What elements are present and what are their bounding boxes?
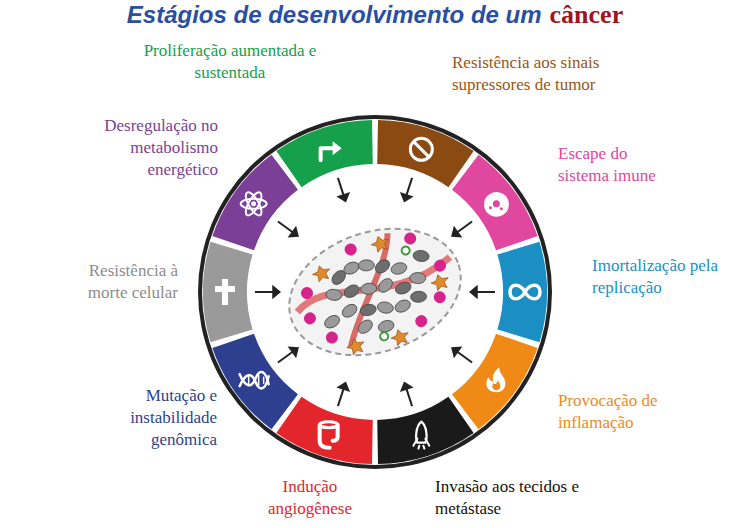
hallmark-label: Invasão aos tecidos e metástase bbox=[435, 476, 585, 520]
inward-arrow bbox=[255, 291, 275, 293]
title-accent: câncer bbox=[550, 0, 624, 30]
tumour-illustration bbox=[273, 208, 477, 377]
inward-arrow bbox=[406, 178, 412, 197]
segment-icon bbox=[486, 367, 505, 392]
title-row: Estágios de desenvolvimento de um câncer bbox=[0, 0, 750, 30]
segment-icon bbox=[241, 190, 267, 218]
segment-icon bbox=[215, 279, 235, 305]
hallmark-label: Proliferação aumentada e sustentada bbox=[130, 40, 330, 84]
hallmark-label: Resistência aos sinais supressores de tu… bbox=[452, 52, 627, 96]
inward-arrow bbox=[338, 178, 344, 197]
segment-icon bbox=[320, 422, 338, 448]
segment-icon bbox=[485, 193, 507, 215]
segment-icon bbox=[321, 141, 342, 160]
wheel-rim bbox=[198, 115, 552, 469]
wheel-segment bbox=[377, 120, 473, 187]
diagram-title: Estágios de desenvolvimento de um bbox=[127, 0, 542, 30]
hallmark-label: Indução angiogênese bbox=[255, 476, 365, 520]
wheel-segment bbox=[497, 242, 547, 343]
hallmark-label: Imortalização pela replicação bbox=[592, 255, 722, 299]
arrow-head bbox=[288, 347, 299, 359]
arrow-head bbox=[400, 381, 414, 392]
segment-icon bbox=[410, 138, 432, 160]
wheel-segment bbox=[276, 397, 372, 464]
wheel-segment bbox=[212, 334, 298, 430]
arrow-head bbox=[336, 381, 350, 392]
wheel-segment bbox=[377, 397, 473, 464]
wheel-segment bbox=[212, 155, 298, 251]
wheel-gap bbox=[202, 119, 548, 465]
inward-arrow bbox=[456, 221, 472, 233]
arrow-head bbox=[451, 347, 462, 359]
hallmark-label: Escape do sistema imune bbox=[558, 143, 673, 187]
arrow-head bbox=[272, 285, 281, 299]
wheel-segment bbox=[276, 120, 372, 187]
segment-icon bbox=[510, 285, 540, 299]
arrow-head bbox=[400, 192, 414, 203]
arrow-head bbox=[288, 226, 299, 238]
arrow-head bbox=[451, 226, 462, 238]
wheel-segment bbox=[203, 242, 253, 343]
hallmark-label: Resistência à morte celular bbox=[53, 260, 178, 304]
hallmark-label: Provocação de inflamação bbox=[558, 390, 688, 434]
arrow-head bbox=[469, 285, 478, 299]
segment-icon bbox=[240, 372, 269, 389]
hallmark-label: Desregulação no metabolismo energético bbox=[68, 115, 218, 181]
inward-arrow bbox=[278, 221, 294, 233]
segment-icon bbox=[413, 422, 429, 449]
arrow-head bbox=[336, 192, 350, 203]
inward-arrow bbox=[278, 351, 294, 363]
wheel-segment bbox=[452, 334, 538, 430]
inward-arrow bbox=[456, 351, 472, 363]
inward-arrow bbox=[475, 291, 495, 293]
wheel-segment bbox=[452, 155, 538, 251]
inward-arrow bbox=[338, 387, 344, 406]
hallmark-label: Mutação e instabilidade genômica bbox=[92, 385, 217, 451]
inward-arrow bbox=[406, 387, 412, 406]
